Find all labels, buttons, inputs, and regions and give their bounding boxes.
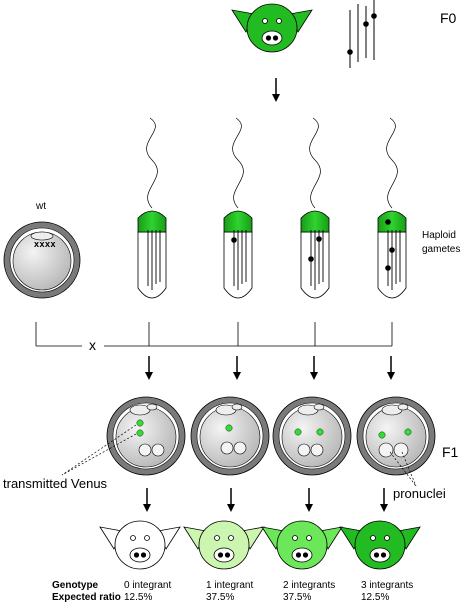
pointer-transmitted-venus	[61, 424, 137, 476]
sperm-head	[137, 210, 167, 233]
transmitted-venus-label: transmitted Venus	[3, 476, 108, 491]
venus-signal	[378, 431, 386, 439]
pronuclei-label: pronuclei	[393, 486, 446, 501]
expected-ratio-label: Expected ratio	[52, 592, 121, 603]
pronucleus	[138, 443, 152, 457]
sperm-head	[223, 210, 253, 233]
pig-head	[246, 3, 298, 53]
integrant-dot	[385, 219, 391, 225]
pronucleus	[378, 442, 394, 458]
polar-body	[30, 231, 54, 241]
chromosome-marks: xxxx	[34, 239, 57, 249]
f0-chromosomes	[347, 0, 377, 68]
genotype-value: 0 integrant	[124, 580, 172, 591]
pronucleus	[233, 441, 247, 455]
wt-label: wt	[36, 201, 46, 212]
pronucleus	[310, 443, 324, 457]
sperm-3	[300, 210, 330, 299]
venus-signal	[294, 428, 302, 436]
genotype-value: 3 integrants	[361, 580, 414, 591]
f1-egg-4	[356, 396, 436, 476]
pronucleus	[297, 443, 311, 457]
sperm-1	[137, 210, 167, 299]
integrant-dot	[231, 237, 237, 243]
pronucleus	[151, 443, 165, 457]
venus-signal	[316, 428, 324, 436]
footer-column-3: 3 integrants 12.5%	[361, 580, 413, 604]
pointer-pronuclei	[389, 451, 417, 487]
pronucleus	[393, 442, 409, 458]
venus-signal	[136, 429, 144, 437]
footer-column-2: 2 integrants 37.5%	[283, 580, 335, 604]
ratio-value: 12.5%	[124, 592, 153, 603]
f0-pig	[231, 3, 313, 53]
f1-egg-1	[106, 396, 186, 476]
pronucleus	[220, 441, 234, 455]
genotype-value: 2 integrants	[283, 580, 336, 591]
f1-label: F1	[442, 444, 459, 460]
footer-row-labels: Genotype Expected ratio	[52, 580, 121, 604]
sperm-tails	[146, 117, 398, 209]
pig-snout	[261, 30, 283, 46]
sperm-head	[300, 210, 330, 233]
footer-column-0: 0 integrant 12.5%	[124, 580, 171, 604]
f1-egg-2	[190, 396, 270, 476]
venus-signal	[225, 424, 233, 432]
integrant-dot	[385, 265, 391, 271]
footer-column-1: 1 integrant 37.5%	[206, 580, 253, 604]
venus-signal	[136, 419, 144, 427]
offspring-pig-3-integrants	[339, 520, 421, 570]
offspring-pig-1-integrant	[183, 520, 265, 570]
cross-symbol: x	[89, 337, 96, 353]
genotype-label: Genotype	[52, 580, 99, 591]
genotype-value: 1 integrant	[206, 580, 254, 591]
sperm-4	[377, 210, 407, 299]
arrow-f0-to-gametes	[272, 78, 280, 102]
sperm-2	[223, 210, 253, 299]
haploid-gametes-label: Haploid gametes	[422, 230, 461, 255]
integrant-dot	[308, 256, 314, 262]
ratio-value: 12.5%	[361, 592, 390, 603]
arrows-to-offspring	[143, 488, 388, 512]
wt-egg	[3, 221, 81, 299]
ratio-value: 37.5%	[206, 592, 235, 603]
f0-label: F0	[440, 10, 457, 26]
arrows-to-f1	[145, 356, 395, 380]
venus-signal	[404, 428, 412, 436]
f1-egg-3	[272, 396, 352, 476]
sperm-head	[377, 210, 407, 233]
integrant-dot	[316, 236, 322, 242]
integrant-dot	[389, 247, 395, 253]
ratio-value: 37.5%	[283, 592, 312, 603]
offspring-pig-0-integrant	[99, 520, 181, 570]
cross-bracket	[35, 322, 393, 347]
offspring-pig-2-integrants	[261, 520, 343, 570]
